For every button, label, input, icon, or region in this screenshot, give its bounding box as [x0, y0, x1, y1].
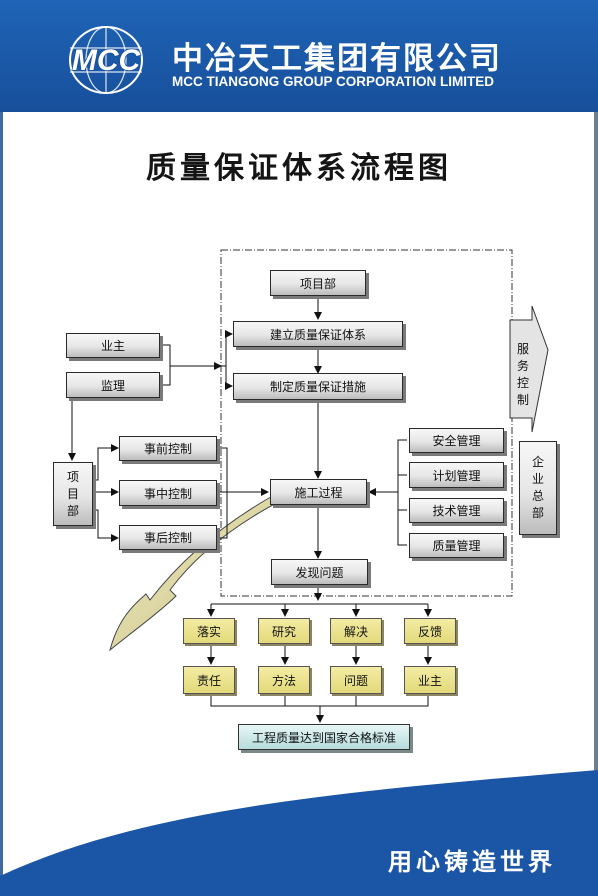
connector	[397, 439, 407, 546]
node-make-measures: 制定质量保证措施	[233, 373, 403, 400]
node-action-research: 研究	[258, 618, 310, 644]
connector	[93, 444, 119, 481]
char: 项	[66, 469, 79, 484]
char: 服	[516, 342, 529, 356]
footer-wave	[0, 770, 598, 896]
footer-slogan: 用心铸造世界	[388, 848, 556, 876]
connector	[221, 330, 233, 367]
node-tech-mgmt: 技术管理	[409, 498, 504, 523]
connector	[225, 366, 233, 390]
node-quality-mgmt: 质量管理	[409, 533, 504, 558]
char: 务	[516, 359, 529, 373]
company-name-cn: 中冶天工集团有限公司	[172, 41, 502, 77]
connector	[93, 509, 119, 542]
char: 总	[531, 489, 544, 503]
char: 部	[66, 503, 79, 518]
left-edge-bar	[0, 112, 3, 896]
node-construction: 施工过程	[270, 479, 367, 505]
char: 企	[531, 455, 544, 469]
right-edge-bar	[594, 112, 598, 896]
node-pre-control: 事前控制	[119, 436, 217, 461]
mcc-logo-icon: MCC	[69, 26, 143, 94]
node-build-system: 建立质量保证体系	[233, 321, 403, 347]
service-control-arrow	[509, 305, 549, 433]
char: 控	[516, 376, 529, 390]
node-action-solve: 解决	[330, 618, 382, 644]
node-enterprise-hq: 企 业 总 部	[519, 441, 557, 535]
header-banner: MCC 中冶天工集团有限公司 MCC TIANGONG GROUP CORPOR…	[0, 0, 598, 112]
node-plan-mgmt: 计划管理	[409, 462, 504, 488]
connector	[160, 344, 171, 386]
service-control-label: 服 务 控 制	[512, 338, 534, 412]
char: 业	[531, 472, 544, 486]
node-final-standard: 工程质量达到国家合格标准	[238, 724, 410, 750]
node-target-method: 方法	[258, 666, 310, 694]
connector	[217, 447, 228, 539]
node-post-control: 事后控制	[119, 525, 217, 550]
node-find-problem: 发现问题	[271, 559, 368, 585]
node-target-owner: 业主	[404, 666, 456, 694]
node-action-implement: 落实	[183, 618, 235, 644]
project-boundary	[220, 249, 513, 597]
node-project-dept: 项目部	[270, 270, 366, 296]
node-mid-control: 事中控制	[119, 480, 217, 506]
connector	[210, 694, 429, 707]
node-safety-mgmt: 安全管理	[409, 428, 504, 453]
node-target-problem: 问题	[330, 666, 382, 694]
node-action-feedback: 反馈	[404, 618, 456, 644]
node-owner: 业主	[66, 333, 160, 358]
logo-text: MCC	[72, 44, 142, 77]
char: 目	[66, 486, 79, 501]
page-title: 质量保证体系流程图	[146, 151, 452, 186]
node-left-project-dept: 项 目 部	[53, 462, 93, 526]
char: 制	[516, 393, 529, 407]
node-supervision: 监理	[66, 372, 160, 398]
char: 部	[531, 506, 544, 520]
node-target-responsibility: 责任	[183, 666, 235, 694]
company-name-en: MCC TIANGONG GROUP CORPORATION LIMITED	[172, 74, 494, 89]
